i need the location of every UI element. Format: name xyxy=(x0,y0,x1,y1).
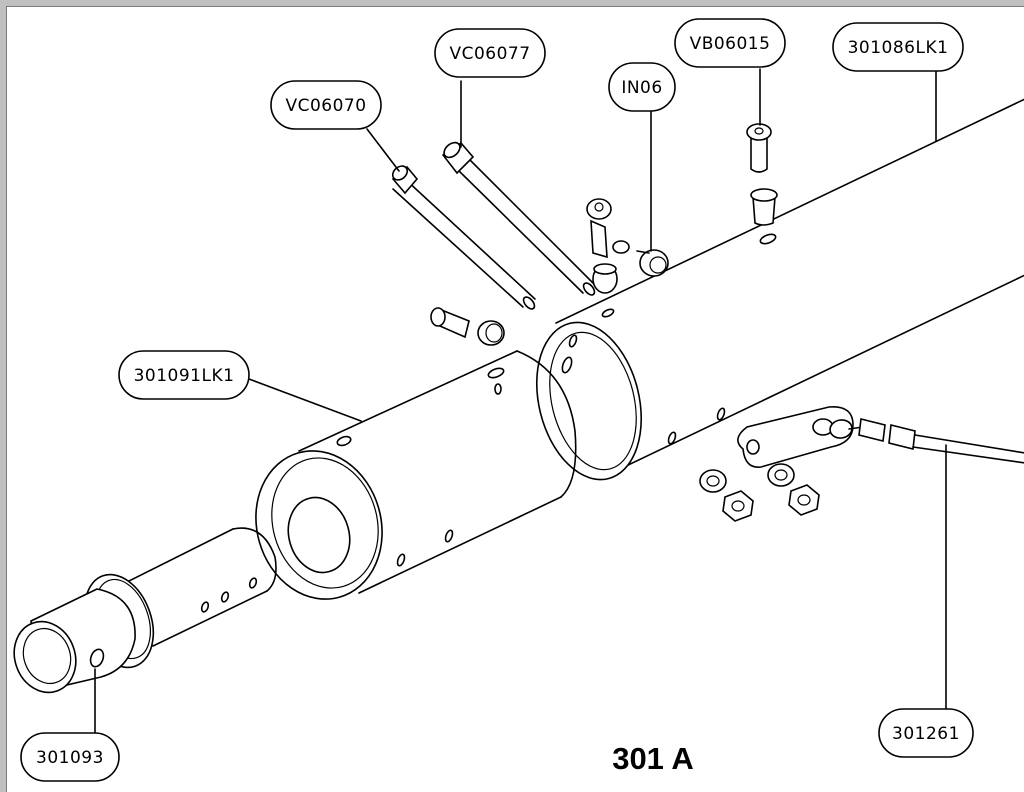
callout-301093: 301093 xyxy=(20,732,120,782)
drawing-sheet: VC06077 VB06015 301086LK1 IN06 VC06070 3… xyxy=(6,6,1024,792)
callout-vc06077: VC06077 xyxy=(434,28,546,78)
leader-lines xyxy=(94,68,947,734)
callout-vb06015: VB06015 xyxy=(674,18,786,68)
callout-label: VC06077 xyxy=(449,44,530,64)
bolt-and-bushing-left xyxy=(430,307,505,346)
callout-vc06070: VC06070 xyxy=(270,80,382,130)
callout-301086lk1: 301086LK1 xyxy=(832,22,964,72)
pin-vc06070 xyxy=(391,165,536,310)
callout-label: 301086LK1 xyxy=(848,38,949,58)
bolt-vb06015 xyxy=(746,123,778,226)
callout-301091lk1: 301091LK1 xyxy=(118,350,250,400)
bracket-and-cable-301261 xyxy=(699,406,1024,522)
callout-label: IN06 xyxy=(621,78,662,98)
exploded-parts-diagram: VC06077 VB06015 301086LK1 IN06 VC06070 3… xyxy=(13,18,1024,782)
pin-vc06077 xyxy=(441,141,596,296)
callout-label: VB06015 xyxy=(690,34,771,54)
figure-label: 301 A xyxy=(612,741,694,776)
callout-label: 301261 xyxy=(892,724,960,744)
callout-301261: 301261 xyxy=(878,708,974,758)
callout-label: 301091LK1 xyxy=(134,366,235,386)
callout-label: VC06070 xyxy=(285,96,366,116)
callout-in06: IN06 xyxy=(608,62,676,112)
small-tube-301093 xyxy=(13,527,277,694)
bolt-in06 xyxy=(586,198,669,294)
middle-cylinder-301091lk1 xyxy=(255,350,577,600)
main-tube-301086lk1 xyxy=(535,98,1024,481)
callout-label: 301093 xyxy=(36,748,104,768)
